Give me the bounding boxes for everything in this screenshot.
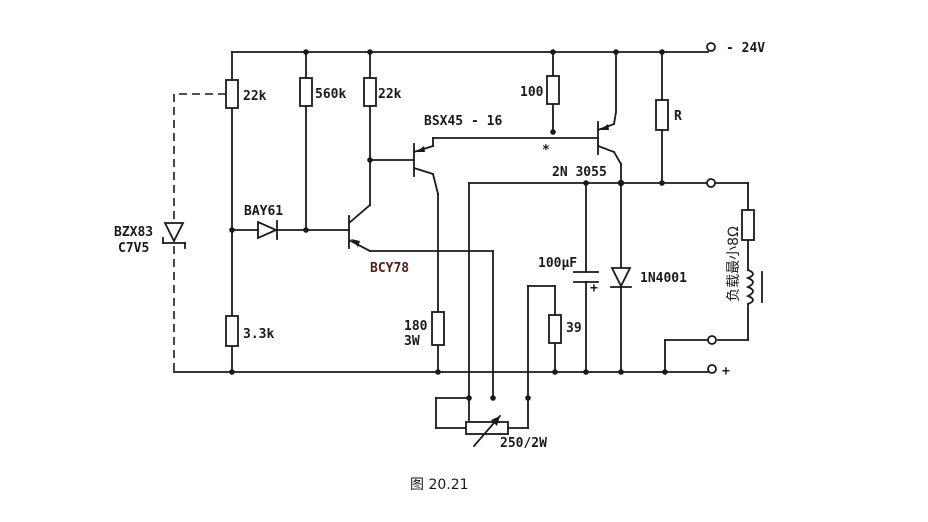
label-bcy78: BCY78 <box>370 261 409 276</box>
zener-dashed-loop <box>173 93 226 372</box>
label-2n3055: 2N 3055 <box>552 165 607 180</box>
label-r180-power: 3W <box>404 334 420 349</box>
label-r100: 100 <box>520 85 544 100</box>
resistor-3k3 <box>225 315 239 347</box>
label-cap-polarity: + <box>590 281 598 296</box>
label-r180-value: 180 <box>404 319 428 334</box>
label-pos: + <box>722 364 730 379</box>
diode-1n4001-symbol <box>610 267 632 289</box>
diode-bay61-symbol <box>257 220 279 240</box>
label-zener-code: C7V5 <box>118 241 149 256</box>
label-r3k3: 3.3k <box>243 327 274 342</box>
resistor-load <box>741 209 755 241</box>
potentiometer <box>465 414 509 448</box>
terminal-neg24 <box>706 42 716 52</box>
label-bay61: BAY61 <box>244 204 283 219</box>
label-pot: 250/2W <box>500 436 547 451</box>
label-r22k-a: 22k <box>243 89 267 104</box>
label-1n4001: 1N4001 <box>640 271 687 286</box>
resistor-r <box>655 99 669 131</box>
terminal-load-bottom <box>707 335 717 345</box>
label-zener-part: BZX83 <box>114 225 153 240</box>
capacitor-symbol <box>573 271 599 283</box>
label-asterisk: * <box>542 143 550 158</box>
junction-dots <box>229 49 668 401</box>
label-r560k: 560k <box>315 87 346 102</box>
zener-diode <box>162 222 186 249</box>
terminals <box>706 42 717 374</box>
terminal-out-top <box>706 178 716 188</box>
figure-caption: 图 20.21 <box>410 477 469 493</box>
label-cap-value: 100μF <box>538 256 577 271</box>
label-r39: 39 <box>566 321 582 336</box>
resistor-22k-a <box>225 79 239 109</box>
label-r22k-b: 22k <box>378 87 402 102</box>
label-r: R <box>674 109 682 124</box>
transistor-bsx45-symbol <box>412 143 435 177</box>
terminal-pos <box>707 364 717 374</box>
load-inductor <box>745 268 763 306</box>
resistor-560k <box>299 77 313 107</box>
label-neg24v: - 24V <box>726 41 765 56</box>
label-load: 负载最小8Ω <box>726 226 742 302</box>
resistors <box>225 75 755 347</box>
label-bsx45: BSX45 - 16 <box>424 114 502 129</box>
resistor-39 <box>548 314 562 344</box>
resistor-22k-b <box>363 77 377 107</box>
transistor-2n3055-symbol <box>596 121 616 155</box>
transistor-bcy78-symbol <box>347 203 372 253</box>
resistor-100 <box>546 75 560 105</box>
resistor-180 <box>431 311 445 346</box>
